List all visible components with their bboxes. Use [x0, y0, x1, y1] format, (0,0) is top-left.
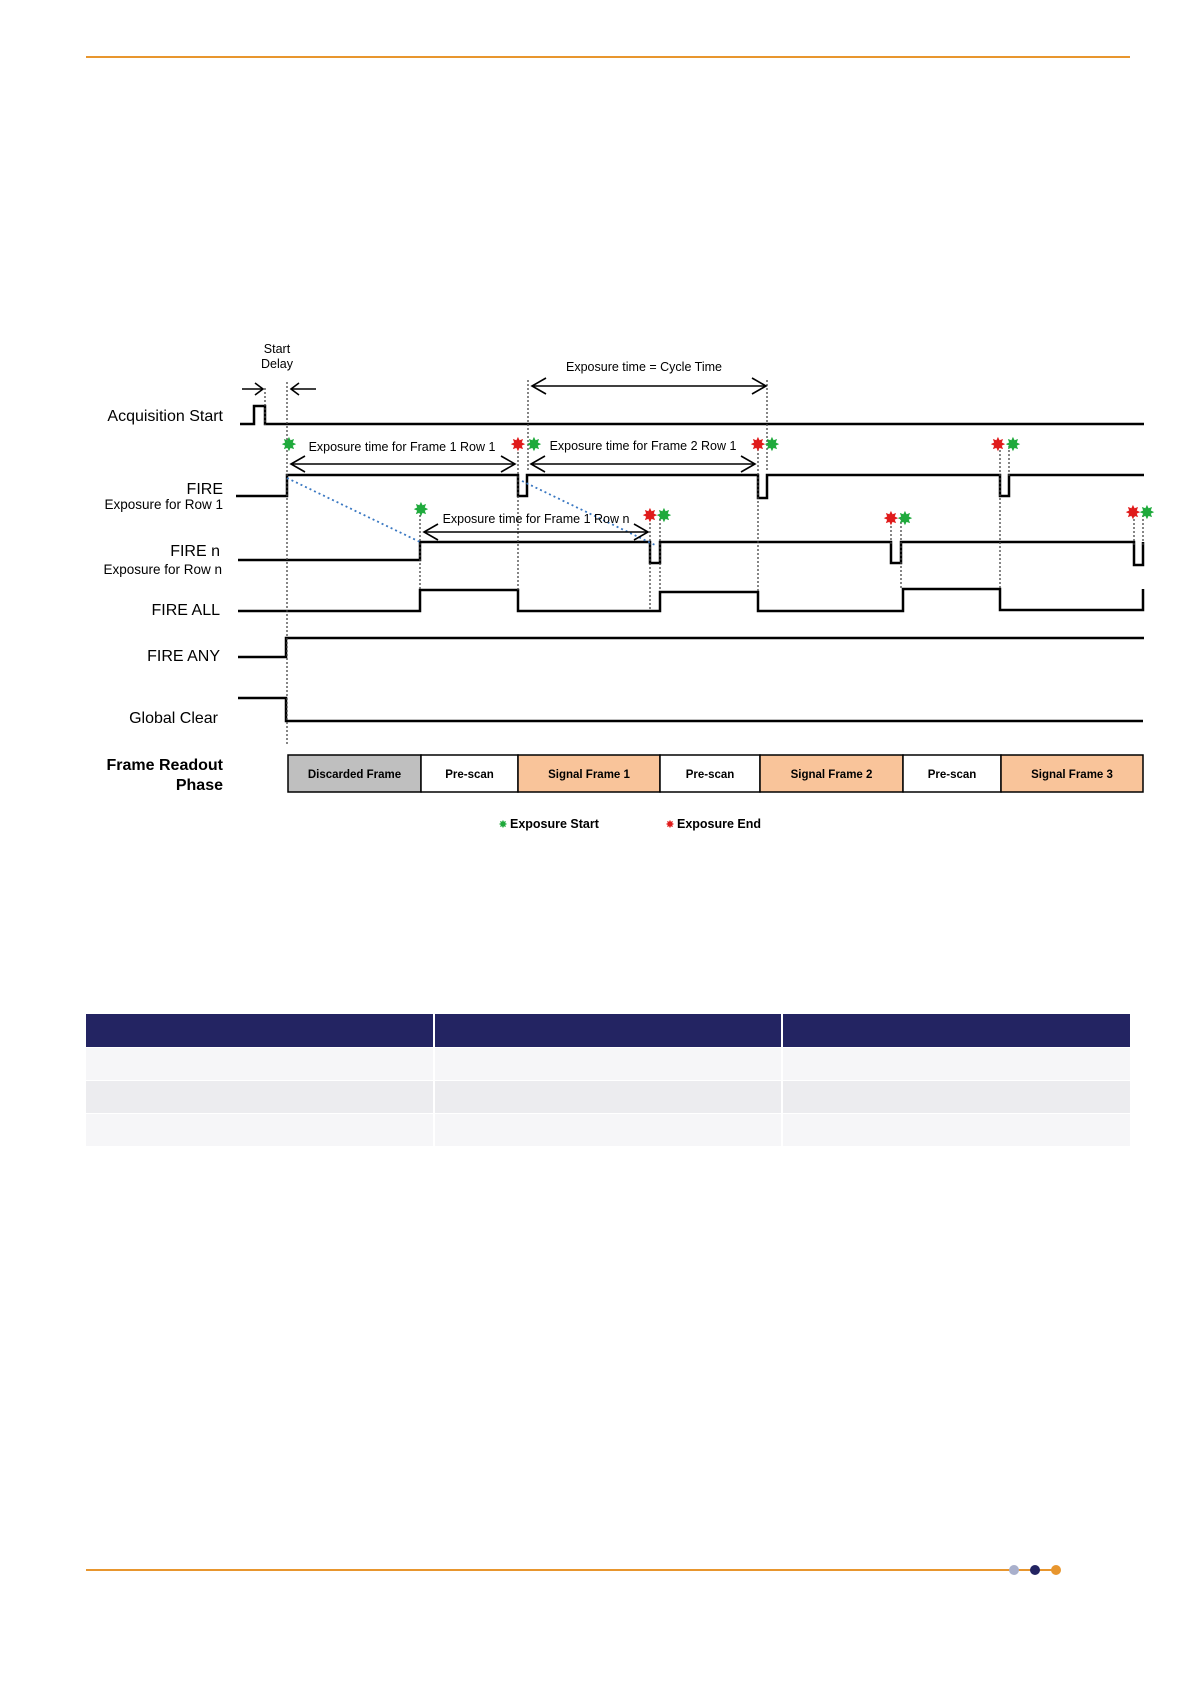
span-label-frame1-row1: Exposure time for Frame 1 Row 1 [309, 440, 496, 454]
table-header-row [86, 1014, 1130, 1048]
table-cell [434, 1080, 783, 1114]
table-row [86, 1113, 1130, 1146]
signal-label-fire-n-sub: Exposure for Row n [103, 562, 222, 577]
start-delay-label: Delay [261, 357, 294, 371]
table-cell [86, 1080, 435, 1114]
fire-waveform [236, 473, 1144, 500]
diagram-labels: Start Delay Exposure time = Cycle Time A… [103, 342, 736, 794]
legend-exposure-start: Exposure Start [510, 817, 600, 831]
exposure-end-marker: ✸ [883, 508, 899, 530]
readout-phase-prescan [902, 754, 1002, 793]
guide-lines [264, 380, 1144, 745]
footer-dot [1051, 1565, 1061, 1575]
readout-phase-signal [517, 754, 661, 793]
readout-phase-label: Frame Readout [107, 757, 224, 774]
exposure-end-legend-icon: ✸ [665, 818, 674, 831]
readout-phase-label: Phase [176, 777, 223, 794]
table-cell [782, 1047, 1130, 1081]
readout-phase-signal [1000, 754, 1144, 793]
signal-label-global-clear: Global Clear [129, 710, 219, 727]
exposure-start-marker: ✸ [526, 434, 542, 456]
signal-label-fire-any: FIRE ANY [147, 648, 220, 665]
table-row [86, 1047, 1130, 1081]
table-cell [782, 1113, 1130, 1146]
readout-phase-label-prescan: Pre-scan [928, 769, 977, 781]
readout-phase-label-signal: Signal Frame 2 [791, 769, 873, 781]
cycle-time-label: Exposure time = Cycle Time [566, 360, 722, 374]
span-label-frame2-row1: Exposure time for Frame 2 Row 1 [550, 439, 737, 453]
timing-diagram: ✸ ✸ ✸ ✸ ✸ ✸ ✸ ✸ ✸ ✸ ✸ ✸ ✸ ✸ Start Delay … [103, 342, 1155, 831]
legend-exposure-end: Exposure End [677, 817, 761, 831]
table-cell [86, 1113, 435, 1146]
signal-label-acquisition-start: Acquisition Start [107, 408, 223, 425]
fire-n-waveform [238, 540, 1145, 567]
exposure-start-marker: ✸ [281, 434, 297, 456]
signal-label-fire-n: FIRE n [170, 543, 220, 560]
table-header-cell [782, 1014, 1130, 1048]
exposure-end-marker: ✸ [510, 434, 526, 456]
table-header-cell [434, 1014, 783, 1048]
acquisition-start-waveform [240, 404, 1144, 426]
waveforms [236, 404, 1145, 723]
legend: ✸ Exposure Start ✸ Exposure End [498, 817, 761, 831]
readout-phase-label-signal: Signal Frame 3 [1031, 769, 1113, 781]
exposure-markers: ✸ ✸ ✸ ✸ ✸ ✸ ✸ ✸ ✸ ✸ ✸ ✸ ✸ ✸ [281, 434, 1155, 530]
global-clear-waveform [238, 696, 1143, 723]
footer-dots [1008, 1565, 1061, 1575]
frame-readout-bar: Discarded Frame Pre-scan Signal Frame 1 Pre… [287, 754, 1144, 793]
signal-label-fire: FIRE [187, 481, 223, 498]
exposure-end-marker: ✸ [990, 434, 1006, 456]
readout-phase-label-discarded: Discarded Frame [308, 769, 401, 781]
exposure-end-marker: ✸ [642, 505, 658, 527]
table-cell [86, 1047, 435, 1081]
exposure-start-legend-icon: ✸ [498, 818, 507, 831]
exposure-start-marker: ✸ [656, 505, 672, 527]
signal-label-fire-sub: Exposure for Row 1 [104, 497, 223, 512]
span-label-frame1-rown: Exposure time for Frame 1 Row n [443, 512, 630, 526]
dimension-arrows [242, 377, 768, 541]
readout-phase-label-prescan: Pre-scan [445, 769, 494, 781]
exposure-start-marker: ✸ [1005, 434, 1021, 456]
readout-phase-label-signal: Signal Frame 1 [548, 769, 630, 781]
readout-phase-discarded [287, 754, 422, 793]
data-table [86, 1014, 1130, 1146]
exposure-end-marker: ✸ [1125, 502, 1141, 524]
signal-label-fire-all: FIRE ALL [152, 602, 221, 619]
table-cell [782, 1080, 1130, 1114]
exposure-start-marker: ✸ [897, 508, 913, 530]
fire-any-waveform [238, 636, 1144, 659]
readout-phase-label-prescan: Pre-scan [686, 769, 735, 781]
footer-rule [86, 1569, 1016, 1571]
footer-dot [1030, 1565, 1040, 1575]
table-cell [434, 1113, 783, 1146]
exposure-start-marker: ✸ [1139, 502, 1155, 524]
footer-dot [1009, 1565, 1019, 1575]
exposure-start-marker: ✸ [413, 499, 429, 521]
table-header-cell [86, 1014, 435, 1048]
fire-all-waveform [238, 587, 1145, 613]
exposure-end-marker: ✸ [750, 434, 766, 456]
table-cell [434, 1047, 783, 1081]
start-delay-label: Start [264, 342, 291, 356]
exposure-start-marker: ✸ [764, 434, 780, 456]
table-row [86, 1080, 1130, 1114]
readout-phase-prescan [659, 754, 761, 793]
header-rule [86, 56, 1130, 58]
